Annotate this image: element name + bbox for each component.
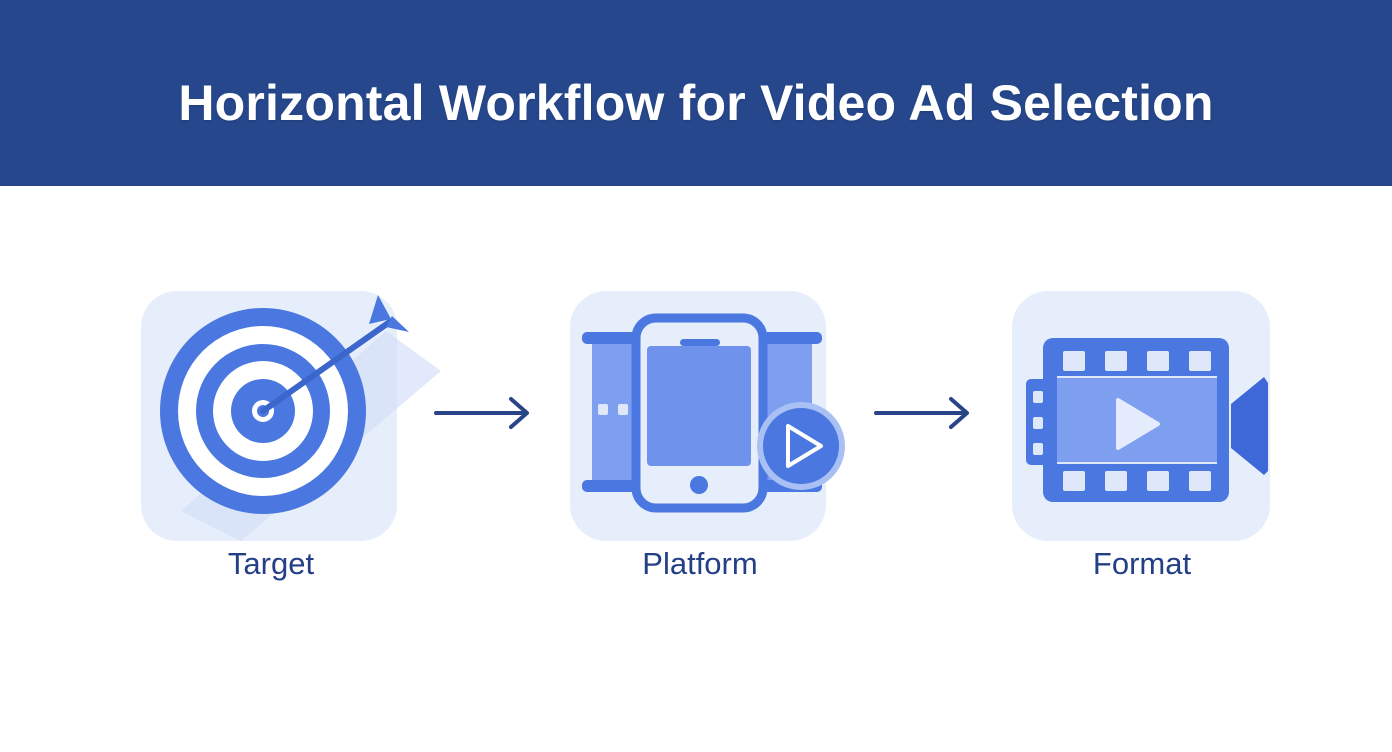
arrow-right-icon bbox=[874, 397, 969, 429]
mobile-platform-play-icon bbox=[582, 313, 845, 513]
workflow-step-target: Target bbox=[141, 291, 441, 581]
workflow-step-format: Format bbox=[1012, 291, 1272, 581]
step-label-target: Target bbox=[227, 546, 315, 581]
header-banner: Horizontal Workflow for Video Ad Selecti… bbox=[0, 0, 1392, 186]
target-tile bbox=[141, 291, 441, 541]
platform-tile bbox=[570, 291, 845, 541]
step-label-format: Format bbox=[1092, 546, 1192, 581]
format-tile bbox=[1012, 291, 1270, 541]
video-camera-film-icon bbox=[1026, 338, 1268, 502]
arrow-right-icon bbox=[434, 397, 529, 429]
target-dartboard-icon bbox=[160, 295, 441, 541]
page-title: Horizontal Workflow for Video Ad Selecti… bbox=[178, 75, 1214, 131]
workflow-step-platform: Platform bbox=[570, 291, 845, 581]
step-label-platform: Platform bbox=[642, 546, 758, 581]
